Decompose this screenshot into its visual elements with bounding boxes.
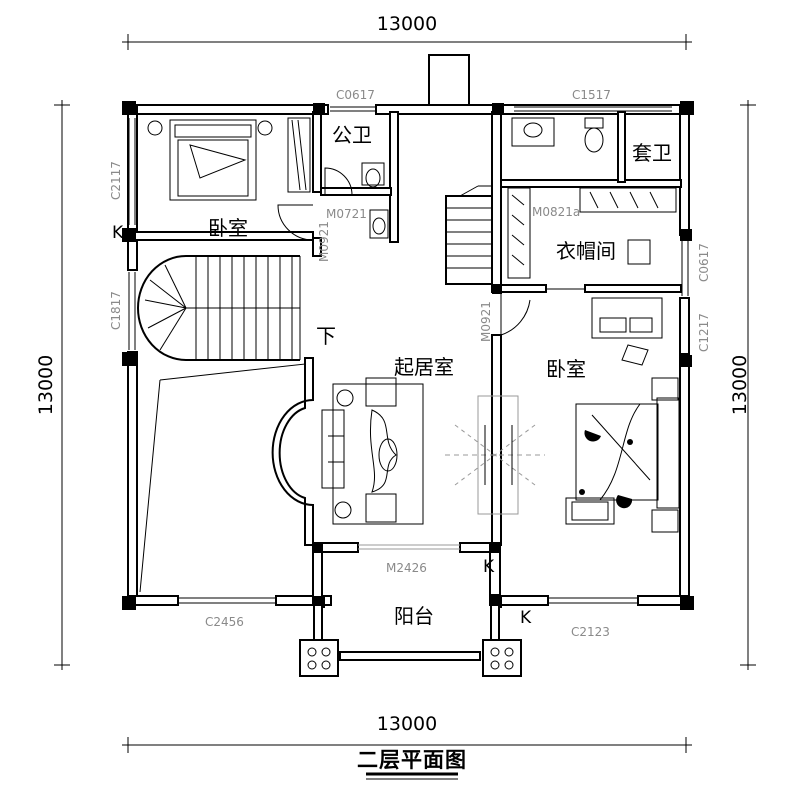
- k-mark-bottom: K: [520, 608, 532, 628]
- void-outline: [139, 363, 306, 593]
- suite-bath-fixtures: [511, 117, 604, 153]
- closet-fixtures: [507, 187, 677, 279]
- living-room-furniture: [321, 377, 545, 525]
- door-code-m0721: M0721: [326, 207, 367, 221]
- windows: [128, 106, 689, 604]
- room-label-bedroom-west: 卧室: [208, 216, 248, 240]
- k-mark-center: K: [483, 557, 495, 577]
- plan-title: 二层平面图: [357, 748, 467, 772]
- window-code-c2123: C2123: [571, 625, 610, 639]
- stair-west: [137, 255, 301, 361]
- door-code-m0921-stair: M0921: [479, 301, 493, 342]
- k-mark-left: K: [112, 223, 124, 243]
- doors: [277, 167, 585, 336]
- door-code-m0921-bedroom: M0921: [317, 221, 331, 262]
- room-label-living-room: 起居室: [394, 355, 454, 379]
- window-code-c0617-right: C0617: [697, 243, 711, 282]
- room-label-walk-in-closet: 衣帽间: [556, 239, 616, 263]
- stair-down-label: 下: [316, 324, 336, 348]
- dimension-right: 13000: [729, 355, 751, 415]
- window-code-c1217: C1217: [697, 313, 711, 352]
- window-code-c2456: C2456: [205, 615, 244, 629]
- dimension-top: 13000: [377, 13, 437, 35]
- dimension-lines: [54, 34, 756, 753]
- door-code-m0821a: M0821a: [532, 205, 580, 219]
- dimension-left: 13000: [35, 355, 57, 415]
- window-code-c2117: C2117: [109, 161, 123, 200]
- room-label-bedroom-east: 卧室: [546, 357, 586, 381]
- east-bedroom-furniture: [565, 297, 680, 533]
- balcony-structure: [299, 604, 522, 677]
- public-bath-fixtures: [361, 162, 389, 239]
- room-label-public-bath: 公卫: [332, 123, 372, 147]
- door-code-m2426: M2426: [386, 561, 427, 575]
- window-code-c1817: C1817: [109, 291, 123, 330]
- room-label-suite-bath: 套卫: [632, 141, 672, 165]
- window-code-c1517: C1517: [572, 88, 611, 102]
- room-label-balcony: 阳台: [394, 604, 434, 628]
- stair-central: [445, 185, 493, 285]
- dimension-bottom: 13000: [377, 713, 437, 735]
- interior-walls: [127, 111, 682, 606]
- columns: [122, 101, 694, 610]
- chimney: [428, 54, 470, 108]
- bed-west: [147, 117, 311, 201]
- window-code-c0617-top: C0617: [336, 88, 375, 102]
